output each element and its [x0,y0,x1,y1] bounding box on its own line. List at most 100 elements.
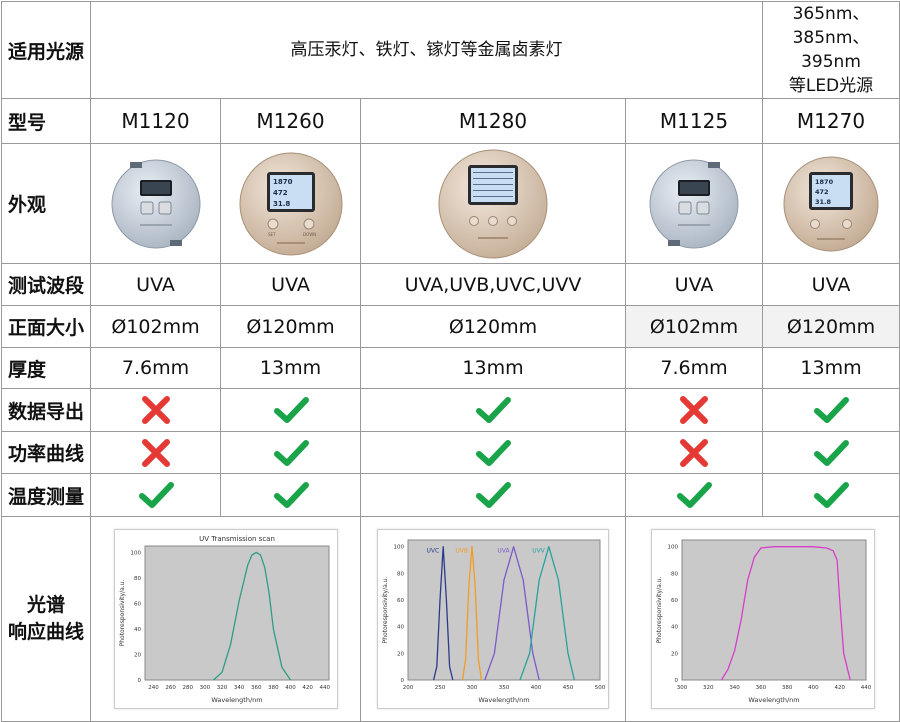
y-tick-label: 80 [671,571,678,577]
row-label-source: 适用光源 [1,1,91,99]
x-tick-label: 380 [781,685,792,691]
y-tick-label: 60 [671,598,678,604]
export-mark-cell [360,388,626,432]
plot-area [144,545,329,681]
y-tick-label: 20 [134,652,141,658]
cross-icon [680,396,708,424]
check-icon [476,397,511,423]
row-label-band: 测试波段 [1,263,91,306]
check-icon [273,439,309,466]
check-icon [476,439,511,466]
export-mark-cell [625,388,763,432]
x-tick-label: 400 [285,685,296,691]
x-tick-label: 320 [703,685,714,691]
row-label-power: 功率曲线 [1,431,91,474]
row-appearance: 外观 [1,143,900,264]
row-band: 测试波段 UVA UVA UVA,UVB,UVC,UVV UVA UVA [1,263,900,306]
power-mark-cell [90,431,221,474]
row-label-spectral-line1: 光谱 [26,594,65,616]
meter-m1280-image [438,149,548,258]
thickness-cell: 7.6mm [625,347,763,389]
row-source: 适用光源 高压汞灯、铁灯、镓灯等金属卤素灯 365nm、385nm、395nm … [1,1,900,99]
y-tick-label: 0 [674,678,678,684]
band-cell: UVA [90,263,221,306]
x-tick-label: 440 [319,685,330,691]
x-tick-label: 500 [595,685,606,691]
power-mark-cell [220,431,361,474]
temp-mark-cell [90,473,221,517]
source-group-1: 高压汞灯、铁灯、镓灯等金属卤素灯 [90,1,763,99]
check-icon [273,482,309,508]
row-size: 正面大小 Ø102mm Ø120mm Ø120mm Ø102mm Ø120mm [1,305,900,348]
x-tick-label: 260 [165,685,176,691]
x-tick-label: 340 [233,685,244,691]
source-group-2: 365nm、385nm、395nm 等LED光源 [762,1,900,99]
band-cell: UVA [220,263,361,306]
m1260-reading-2: 472 [273,189,288,197]
x-tick-label: 300 [467,685,478,691]
x-tick-label: 380 [268,685,279,691]
row-label-appearance: 外观 [1,143,91,264]
y-tick-label: 0 [401,678,405,684]
x-tick-label: 420 [302,685,313,691]
series-line [720,546,851,681]
check-icon [814,482,849,508]
band-cell: UVA,UVB,UVC,UVV [360,263,626,306]
thickness-cell: 7.6mm [90,347,221,389]
x-tick-label: 250 [435,685,446,691]
y-tick-label: 80 [397,571,404,577]
m1260-reading-1: 1870 [273,178,293,186]
x-tick-label: 360 [755,685,766,691]
row-label-spectral-line2: 响应曲线 [7,621,84,643]
band-cell: UVA [762,263,900,306]
thickness-cell: 13mm [762,347,900,389]
x-axis-label: Wavelength/nm [211,696,262,704]
series-label: UVA [497,548,510,555]
size-cell: Ø120mm [360,305,626,348]
thickness-cell: 13mm [360,347,626,389]
check-icon [138,482,174,508]
appearance-m1280 [360,143,626,264]
power-mark-cell [625,431,763,474]
check-icon [273,397,309,423]
model-cell: M1260 [220,98,361,144]
x-tick-label: 450 [563,685,574,691]
temp-mark-cell [762,473,900,517]
row-label-spectral: 光谱 响应曲线 [1,516,91,722]
y-tick-label: 80 [134,576,141,582]
check-icon [814,439,849,466]
band-cell: UVA [625,263,763,306]
x-tick-label: 400 [808,685,819,691]
x-tick-label: 440 [860,685,871,691]
y-tick-label: 40 [134,627,141,633]
power-mark-cell [762,431,900,474]
x-tick-label: 420 [834,685,845,691]
row-label-export: 数据导出 [1,388,91,432]
meter-m1120-image [111,159,200,248]
appearance-m1120 [90,143,221,264]
model-cell: M1120 [90,98,221,144]
y-tick-label: 60 [397,598,404,604]
y-tick-label: 60 [134,601,141,607]
source-group-2-line1: 365nm、385nm、395nm [792,4,870,72]
power-mark-cell [360,431,626,474]
x-tick-label: 340 [729,685,740,691]
chart-title: UV Transmission scan [199,535,275,543]
export-mark-cell [90,388,221,432]
thickness-cell: 13mm [220,347,361,389]
row-model: 型号 M1120 M1260 M1280 M1125 M1270 [1,98,900,144]
x-tick-label: 300 [199,685,210,691]
source-group-2-line2: 等LED光源 [788,76,874,96]
row-temp: 温度测量 [1,473,900,517]
y-tick-label: 20 [397,651,404,657]
model-cell: M1125 [625,98,763,144]
meter-m1270-image: 1870 472 31.8 [783,156,879,251]
series-line [484,546,540,681]
temp-mark-cell [625,473,763,517]
m1270-reading-2: 472 [815,188,829,196]
y-tick-label: 0 [137,678,141,684]
plot-area [681,539,866,681]
